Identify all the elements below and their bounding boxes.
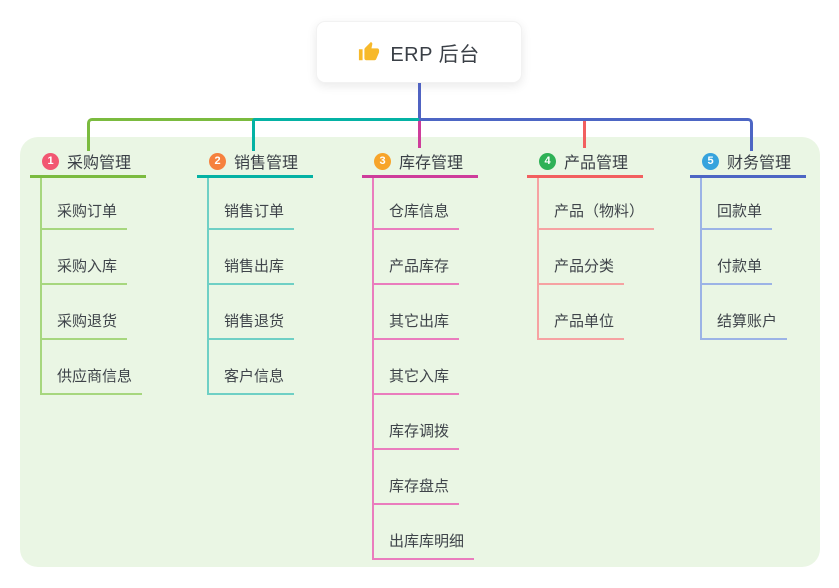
branch-header-2[interactable]: 2 销售管理: [197, 147, 313, 178]
branch-badge: 3: [374, 152, 391, 170]
branch-badge: 1: [42, 152, 59, 170]
child-node[interactable]: 销售出库: [207, 251, 295, 285]
branch-badge: 2: [209, 152, 226, 170]
branches-panel: [20, 137, 820, 567]
branch-child-line: [700, 178, 702, 340]
branch-label: 财务管理: [727, 155, 792, 172]
child-node[interactable]: 结算账户: [700, 306, 788, 340]
child-node[interactable]: 产品（物料）: [537, 196, 655, 230]
connector-mid-elbow: [251, 118, 422, 151]
child-node[interactable]: 库存盘点: [372, 471, 460, 505]
child-node[interactable]: 其它入库: [372, 361, 460, 395]
branch-child-line: [207, 178, 209, 395]
branch-label: 采购管理: [67, 155, 132, 172]
branch-label: 销售管理: [234, 155, 299, 172]
child-node[interactable]: 仓库信息: [372, 196, 460, 230]
connector-root-line: [417, 83, 421, 118]
root-label: ERP 后台: [390, 43, 480, 66]
branch-label: 库存管理: [399, 155, 464, 172]
child-node[interactable]: 出库库明细: [372, 526, 475, 560]
child-node[interactable]: 客户信息: [207, 361, 295, 395]
child-node[interactable]: 销售退货: [207, 306, 295, 340]
branch-header-5[interactable]: 5 财务管理: [690, 147, 806, 178]
child-node[interactable]: 产品单位: [537, 306, 625, 340]
child-node[interactable]: 采购订单: [40, 196, 128, 230]
branch-badge: 4: [539, 152, 556, 170]
branch-header-1[interactable]: 1 采购管理: [30, 147, 146, 178]
child-node[interactable]: 付款单: [700, 251, 773, 285]
child-node[interactable]: 回款单: [700, 196, 773, 230]
thumbs-up-icon: [359, 41, 380, 61]
child-node[interactable]: 其它出库: [372, 306, 460, 340]
branch-header-3[interactable]: 3 库存管理: [362, 147, 478, 178]
connector-left-elbow: [86, 118, 257, 151]
branch-child-line: [40, 178, 42, 395]
connector-drop-inventory: [417, 121, 421, 148]
branch-badge: 5: [702, 152, 719, 170]
connector-right-elbow: [419, 118, 753, 151]
child-node[interactable]: 采购入库: [40, 251, 128, 285]
child-node[interactable]: 产品分类: [537, 251, 625, 285]
branch-child-line: [372, 178, 374, 560]
root-node[interactable]: ERP 后台: [316, 21, 522, 83]
child-node[interactable]: 产品库存: [372, 251, 460, 285]
connector-drop-product: [582, 121, 586, 148]
child-node[interactable]: 采购退货: [40, 306, 128, 340]
branch-child-line: [537, 178, 539, 340]
child-node[interactable]: 供应商信息: [40, 361, 143, 395]
branch-label: 产品管理: [564, 155, 629, 172]
child-node[interactable]: 销售订单: [207, 196, 295, 230]
branch-header-4[interactable]: 4 产品管理: [527, 147, 643, 178]
child-node[interactable]: 库存调拨: [372, 416, 460, 450]
